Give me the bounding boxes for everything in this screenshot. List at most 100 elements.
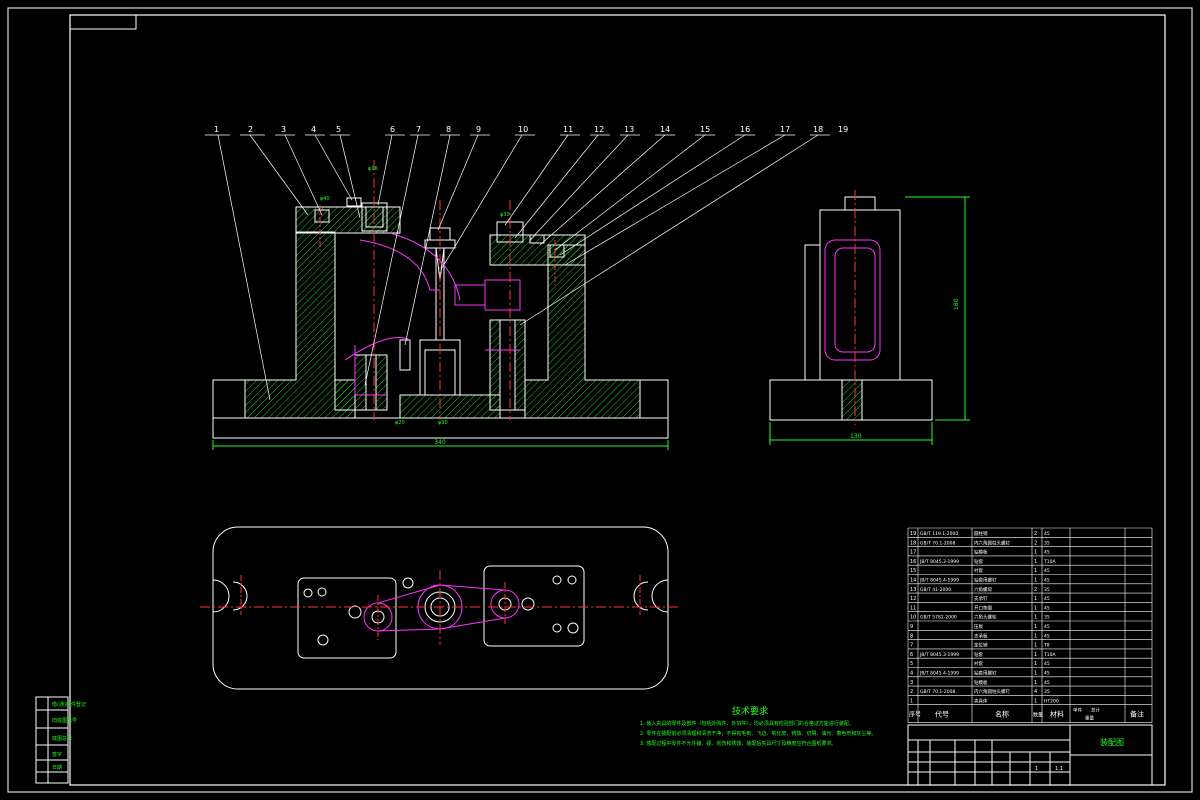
bom-row-no: 14 (910, 578, 916, 584)
bom-row-qty: 1 (1034, 578, 1037, 584)
balloon-4: 4 (311, 125, 316, 134)
balloon-9: 9 (476, 125, 481, 134)
side-view: 130 180 (769, 190, 970, 445)
bom-row-code: GB/T 70.1-2008 (920, 540, 956, 546)
bom-row-qty: 1 (1034, 661, 1037, 667)
balloon-18: 18 (813, 125, 823, 134)
bom-row-no: 3 (910, 680, 913, 686)
bom-row-qty: 1 (1034, 643, 1037, 649)
bom-row-qty: 1 (1034, 624, 1037, 630)
bom-row-no: 10 (910, 615, 916, 621)
bom-header-qty: 数量 (1033, 712, 1043, 719)
bom-row-material: 45 (1044, 680, 1050, 686)
bom-row-qty: 4 (1034, 689, 1037, 695)
bom-row-name: 压板 (974, 623, 983, 630)
bom-row-code: GB/T 70.1-2008 (920, 689, 956, 695)
bom-row-code: JB/T 8045.4-1999 (919, 671, 959, 677)
bom-row-name: 六角螺母 (974, 586, 992, 593)
bom-header-name: 名称 (995, 710, 1009, 719)
bom-row-qty: 1 (1034, 596, 1037, 602)
leaders (205, 134, 830, 401)
bom-row-qty: 1 (1034, 615, 1037, 621)
balloon-19: 19 (838, 125, 848, 134)
bom-row-no: 12 (910, 596, 916, 602)
bom-header-code: 代号 (935, 710, 949, 719)
bom-header-unit: 单件 (1073, 707, 1082, 714)
balloon-12: 12 (594, 125, 604, 134)
bom-row-no: 15 (910, 568, 916, 574)
bom-row-no: 9 (910, 624, 913, 630)
bom-row-name: 钻模板 (974, 679, 988, 686)
front-view: 340 φ20 φ30 φ40 φ16 φ30 (212, 160, 669, 450)
bom-row-name: 钻套 (974, 558, 983, 565)
outer-frame (7, 7, 1193, 793)
bom-row-no: 18 (910, 540, 916, 546)
balloon-17: 17 (780, 125, 790, 134)
sheet: 1 (1035, 766, 1038, 772)
left-strip-1: 借(通)用件登记 (52, 701, 86, 708)
notes-title: 技术要求 (732, 705, 768, 717)
bom-row-code: GB/T 119.1-2000 (920, 531, 958, 537)
bom-row-material: 35 (1044, 689, 1050, 695)
inner-frame (69, 14, 1166, 786)
bom-row-material: T10A (1043, 559, 1056, 565)
bom-row-code: JB/T 8045.3-1999 (919, 559, 959, 565)
bom-row-name: 夹具体 (974, 697, 988, 704)
bom-row-material: 45 (1044, 633, 1050, 639)
technical-notes: 技术要求 1. 装入夹具的零件及部件（包括外购件、外协件），均必须具有检验部门的… (640, 705, 876, 747)
left-strip: 借(通)用件登记 旧底图总号 底图总号 签字 日期 (35, 696, 86, 784)
bom-row-name: 定位销 (974, 642, 988, 649)
top-view (200, 526, 680, 690)
bom-row-no: 1 (910, 698, 913, 704)
balloon-5: 5 (336, 125, 341, 134)
bom-row-material: 35 (1044, 615, 1050, 621)
bom-row-material: T10A (1043, 652, 1056, 658)
bom-row-no: 4 (910, 671, 913, 677)
bom-row-material: 45 (1044, 550, 1050, 556)
bom-row-material: 45 (1044, 531, 1050, 537)
dim-small-2: φ30 (438, 420, 448, 426)
dim-small-4: φ16 (368, 166, 378, 172)
bom-header-weight: 重量 (1085, 715, 1094, 722)
bom-row-name: 支承钉 (974, 595, 988, 602)
bom-row-qty: 1 (1034, 568, 1037, 574)
dim-small-3: φ40 (320, 196, 330, 202)
left-strip-2: 旧底图总号 (52, 717, 77, 724)
balloon-2: 2 (248, 125, 253, 134)
bom-row-no: 5 (910, 661, 913, 667)
left-strip-3: 底图总号 (52, 735, 72, 742)
bom-row-qty: 1 (1034, 680, 1037, 686)
bom-row-qty: 2 (1034, 531, 1037, 537)
bom-row-name: 钻套 (974, 651, 983, 658)
bom-row-no: 19 (910, 531, 916, 537)
bom-row-material: T8 (1043, 643, 1050, 649)
bom-row-no: 13 (910, 587, 916, 593)
note-line-1: 1. 装入夹具的零件及部件（包括外购件、外协件），均必须具有检验部门的合格证方能… (640, 720, 854, 727)
bom-row-no: 11 (910, 605, 916, 611)
bom-row-name: 衬套 (974, 567, 983, 574)
bom-row-code: GB/T 5782-2000 (920, 615, 957, 621)
bom-header-no: 序号 (909, 711, 921, 719)
bom-row-qty: 1 (1034, 559, 1037, 565)
note-line-2: 2. 零件在装配前必须清理和清洗干净，不得有毛刺、飞边、氧化皮、锈蚀、切屑、油污… (640, 730, 876, 737)
bom-row-qty: 1 (1034, 652, 1037, 658)
bom-row-qty: 2 (1034, 540, 1037, 546)
bom-row-no: 17 (910, 550, 916, 556)
bom-row-code: JB/T 8045.4-1999 (919, 578, 959, 584)
bom-row-material: 45 (1044, 624, 1050, 630)
dim-small-5: φ30 (500, 212, 510, 218)
bom-row-material: 45 (1044, 605, 1050, 611)
bom-row-name: 衬套 (974, 660, 983, 667)
bom-row-no: 8 (910, 633, 913, 639)
bom-row-material: 45 (1044, 671, 1050, 677)
bom-row-no: 2 (910, 689, 913, 695)
bom-row-no: 6 (910, 652, 913, 658)
balloon-15: 15 (700, 125, 710, 134)
bom-row-code: GB/T 41-2000 (920, 587, 951, 593)
dim-side-width: 130 (850, 433, 862, 440)
bom-header-material: 材料 (1050, 710, 1064, 719)
bom-row-name: 内六角圆柱头螺钉 (974, 539, 1010, 546)
bom-row-material: 35 (1044, 587, 1050, 593)
